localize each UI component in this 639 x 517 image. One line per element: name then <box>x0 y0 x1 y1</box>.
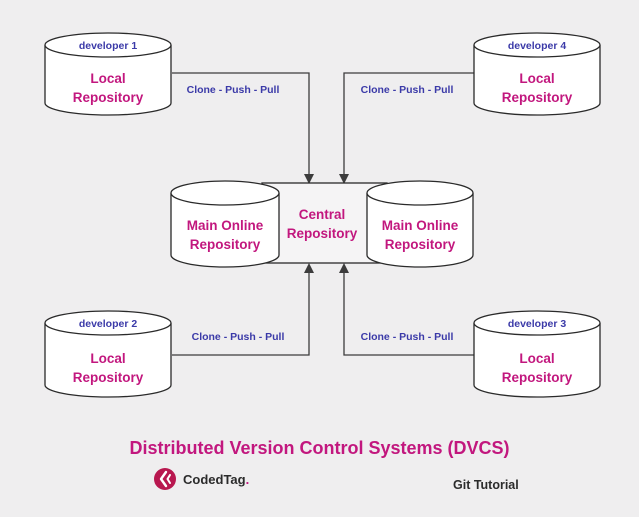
local-repository-cylinder: developer 1 Local Repository <box>44 32 172 116</box>
edge-label: Clone - Push - Pull <box>361 331 454 343</box>
brand-name-suffix: . <box>245 471 250 487</box>
developer-label: developer 2 <box>79 318 138 330</box>
edge-dev2-to-central <box>172 263 314 356</box>
edge-dev4-to-central <box>339 72 474 184</box>
main-online-repository-cylinder: Main Online Repository <box>366 180 474 268</box>
codedtag-logo-icon <box>154 468 176 490</box>
repo-label: Repository <box>73 370 144 385</box>
developer-label: developer 4 <box>508 40 567 52</box>
repo-label: Repository <box>502 370 573 385</box>
edge-dev1-to-central <box>172 72 314 184</box>
repo-label: Local <box>519 351 554 366</box>
main-online-label: Repository <box>385 237 456 252</box>
local-repository-cylinder: developer 4 Local Repository <box>473 32 601 116</box>
edge-label: Clone - Push - Pull <box>361 84 454 96</box>
brand-logo-block: CodedTag. <box>153 467 249 491</box>
brand-name: CodedTag. <box>183 472 249 487</box>
repo-label: Repository <box>502 90 573 105</box>
main-online-label: Main Online <box>382 218 459 233</box>
main-online-label: Main Online <box>187 218 264 233</box>
main-online-label: Repository <box>190 237 261 252</box>
central-repository: Central Repository <box>261 182 388 264</box>
repo-label: Local <box>90 71 125 86</box>
central-label: Repository <box>287 226 358 241</box>
developer-label: developer 3 <box>508 318 567 330</box>
repo-label: Repository <box>73 90 144 105</box>
brand-name-text: CodedTag <box>183 471 246 487</box>
main-online-repository-cylinder: Main Online Repository <box>170 180 280 268</box>
edge-dev3-to-central <box>339 263 474 356</box>
repo-label: Local <box>90 351 125 366</box>
dvcs-diagram: Clone - Push - Pull Clone - Push - Pull … <box>44 32 601 398</box>
diagram-title: Distributed Version Control Systems (DVC… <box>129 438 510 458</box>
edge-label: Clone - Push - Pull <box>192 331 285 343</box>
central-label: Central <box>299 207 346 222</box>
local-repository-cylinder: developer 2 Local Repository <box>44 310 172 398</box>
local-repository-cylinder: developer 3 Local Repository <box>473 310 601 398</box>
subtitle: Git Tutorial <box>453 478 519 492</box>
repo-label: Local <box>519 71 554 86</box>
edge-label: Clone - Push - Pull <box>187 84 280 96</box>
developer-label: developer 1 <box>79 40 138 52</box>
